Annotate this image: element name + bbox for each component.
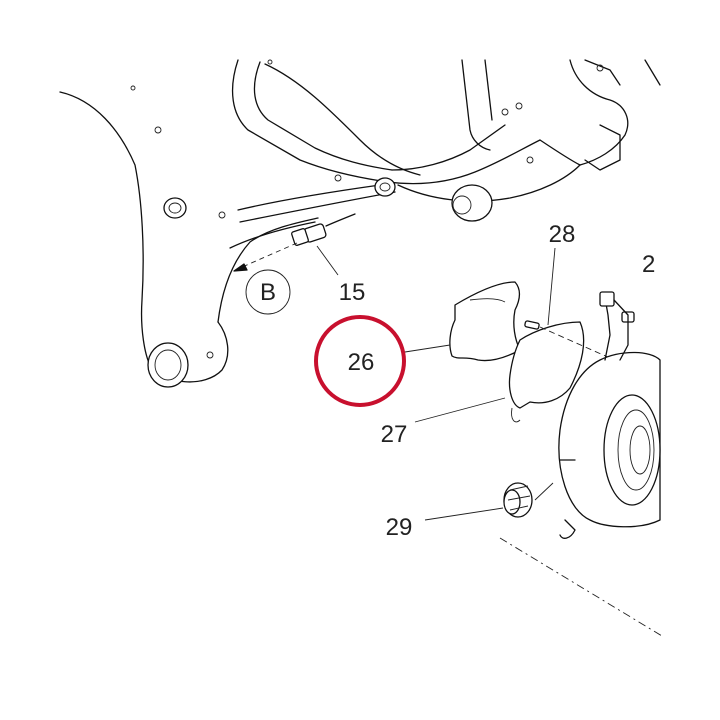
swing-arm bbox=[59, 85, 319, 388]
part-15-sensor bbox=[233, 213, 356, 276]
callout-b-label: B bbox=[260, 279, 276, 306]
callout-b-circle bbox=[245, 269, 291, 315]
callout-27: 27 bbox=[381, 421, 408, 448]
part-26-cover bbox=[449, 281, 521, 362]
axis-line bbox=[499, 537, 663, 637]
callout-28: 28 bbox=[549, 221, 576, 248]
callout-15: 15 bbox=[339, 279, 366, 306]
callout-26: 26 bbox=[348, 349, 375, 376]
callout-29: 29 bbox=[386, 514, 413, 541]
cooling-fan-motor bbox=[534, 291, 661, 539]
part-29-grommet bbox=[503, 482, 533, 518]
callout-partial: 2 bbox=[642, 251, 655, 278]
part-27-shield bbox=[508, 321, 585, 423]
frame bbox=[231, 59, 661, 223]
highlight-circle bbox=[314, 315, 406, 407]
leader-lines bbox=[404, 247, 556, 521]
part-28-pin bbox=[524, 320, 611, 359]
